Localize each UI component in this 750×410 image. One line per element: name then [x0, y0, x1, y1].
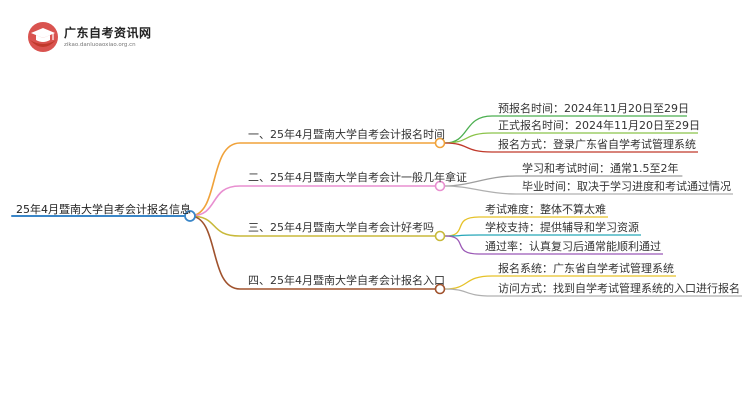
branch-node — [434, 283, 446, 295]
branch-connector — [189, 215, 241, 237]
leaf-label: 通过率：认真复习后通常能顺利通过 — [485, 240, 661, 253]
branch-label: 四、25年4月暨南大学自考会计报名入口 — [248, 274, 445, 287]
graduation-cap-logo-icon — [28, 22, 58, 52]
branch-label: 一、25年4月暨南大学自考会计报名时间 — [248, 128, 445, 141]
branch-connector — [189, 185, 241, 217]
brand-name: 广东自考资讯网 — [64, 26, 152, 40]
child-connector — [444, 288, 493, 297]
child-connector — [444, 216, 480, 237]
leaf-label: 毕业时间：取决于学习进度和考试通过情况 — [522, 180, 731, 193]
branch-node — [434, 230, 446, 242]
child-connector — [444, 142, 493, 153]
branch-node — [434, 137, 446, 149]
child-connector — [444, 235, 480, 255]
branch-node — [434, 180, 446, 192]
child-connector — [444, 115, 493, 144]
leaf-label: 考试难度：整体不算太难 — [485, 203, 606, 216]
branch-label: 二、25年4月暨南大学自考会计一般几年拿证 — [248, 171, 467, 184]
leaf-label: 报名方式：登录广东省自学考试管理系统 — [498, 138, 696, 151]
leaf-label: 正式报名时间：2024年11月20日至29日 — [498, 119, 700, 132]
leaf-label: 访问方式：找到自学考试管理系统的入口进行报名 — [498, 282, 740, 295]
child-connector — [444, 275, 493, 290]
branch-label: 三、25年4月暨南大学自考会计好考吗 — [248, 221, 434, 234]
leaf-label: 学习和考试时间：通常1.5至2年 — [522, 162, 679, 175]
child-connector — [444, 185, 517, 195]
leaf-label: 预报名时间：2024年11月20日至29日 — [498, 102, 689, 115]
branch-connector — [189, 142, 241, 217]
leaf-label: 学校支持：提供辅导和学习资源 — [485, 221, 639, 234]
leaf-label: 报名系统：广东省自学考试管理系统 — [498, 262, 674, 275]
root-node-label: 25年4月暨南大学自考会计报名信息 — [16, 203, 191, 216]
branch-connector — [189, 215, 241, 290]
brand-url: zikao.danluoaoxiao.org.cn — [64, 42, 136, 48]
root-node — [184, 210, 196, 222]
